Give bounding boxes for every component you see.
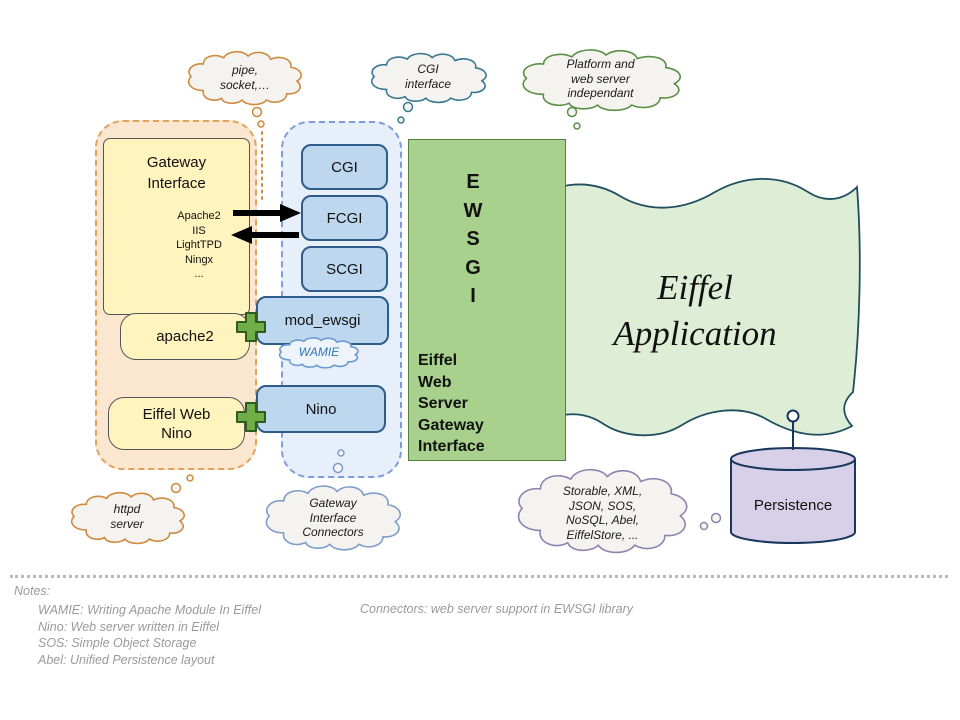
apache-modewsgi-plug-icon bbox=[236, 312, 266, 342]
gateway-interface-box: Gateway Interface Apache2 IIS LightTPD N… bbox=[103, 138, 250, 315]
ewsgi-letter: S bbox=[466, 228, 480, 250]
eiffel-application-shape bbox=[519, 178, 861, 437]
note-line: SOS: Simple Object Storage bbox=[38, 636, 197, 650]
eiffel-application-title: Eiffel Application bbox=[613, 268, 777, 353]
httpd-server-cloud bbox=[70, 474, 194, 545]
gateway-connectors-cloud bbox=[265, 449, 402, 551]
ewsgi-letter: G bbox=[465, 256, 481, 279]
nino-connector-label: Nino bbox=[305, 400, 337, 418]
storable-formats-cloud bbox=[517, 468, 722, 554]
httpd-cloud-text: httpd server bbox=[110, 502, 144, 531]
server-item: Apache2 bbox=[177, 210, 221, 222]
gateway-server-list: Apache2 IIS LightTPD Ningx ... bbox=[149, 209, 249, 282]
cgi-label: CGI bbox=[331, 158, 358, 176]
note-line: Abel: Unified Persistence layout bbox=[38, 652, 215, 667]
request-arrow-icon bbox=[233, 204, 301, 222]
gateway-connectors-cloud-text: Gateway Interface Connectors bbox=[302, 496, 364, 539]
apache2-box: apache2 bbox=[120, 313, 250, 360]
ewsgi-letter: W bbox=[463, 199, 483, 222]
cgi-box: CGI bbox=[301, 144, 388, 190]
ewsgi-letter: I bbox=[470, 285, 476, 307]
note-line: Nino: Web server written in Eiffel bbox=[38, 619, 220, 634]
notes-separator bbox=[10, 575, 948, 578]
apache2-label: apache2 bbox=[156, 328, 214, 345]
ewsgi-caption: Eiffel Web Server Gateway Interface bbox=[418, 352, 485, 455]
scgi-label: SCGI bbox=[326, 260, 363, 278]
eiffel-web-nino-box: Eiffel Web Nino bbox=[108, 397, 245, 450]
fcgi-box: FCGI bbox=[301, 195, 388, 241]
ewsgi-letter: E bbox=[466, 171, 480, 193]
mod-ewsgi-label: mod_ewsgi bbox=[284, 312, 361, 329]
server-item: LightTPD bbox=[176, 239, 222, 251]
server-item: Ningx bbox=[184, 253, 214, 266]
nino-plug-icon bbox=[236, 402, 266, 432]
notes-heading: Notes: bbox=[14, 584, 51, 598]
ewsgi-box: E W S G I Eiffel Web Server Gateway Inte… bbox=[408, 139, 566, 461]
platform-cloud-text: Platform and web server independant bbox=[566, 57, 635, 100]
scgi-box: SCGI bbox=[301, 246, 388, 292]
persistence-interface-lollipop bbox=[786, 409, 800, 450]
server-item: ... bbox=[194, 268, 204, 280]
nino-connector-box: Nino bbox=[256, 385, 386, 433]
response-arrow-icon bbox=[231, 226, 299, 244]
notes-list: WAMIE: Writing Apache Module In Eiffel N… bbox=[38, 602, 261, 668]
platform-independence-cloud bbox=[522, 48, 682, 130]
cgi-interface-cloud bbox=[370, 52, 487, 124]
storable-cloud-text: Storable, XML, JSON, SOS, NoSQL, Abel, E… bbox=[562, 484, 643, 542]
persistence-label: Persistence bbox=[753, 497, 833, 514]
pipe-socket-cloud-text: pipe, socket,… bbox=[219, 63, 270, 92]
fcgi-label: FCGI bbox=[326, 209, 363, 227]
persistence-cylinder bbox=[730, 447, 856, 544]
gateway-interface-title: Gateway Interface bbox=[146, 154, 207, 192]
cgi-interface-cloud-text: CGI interface bbox=[404, 62, 452, 91]
ewsgi-acronym: E W S G I bbox=[409, 168, 537, 311]
wamie-cloud-text: WAMIE bbox=[298, 345, 340, 359]
pipe-socket-cloud bbox=[187, 50, 303, 128]
eiffel-web-nino-label: Eiffel Web Nino bbox=[142, 405, 211, 442]
note-line: WAMIE: Writing Apache Module In Eiffel bbox=[38, 603, 262, 617]
server-item: IIS bbox=[192, 224, 206, 237]
connectors-note: Connectors: web server support in EWSGI … bbox=[360, 602, 634, 616]
